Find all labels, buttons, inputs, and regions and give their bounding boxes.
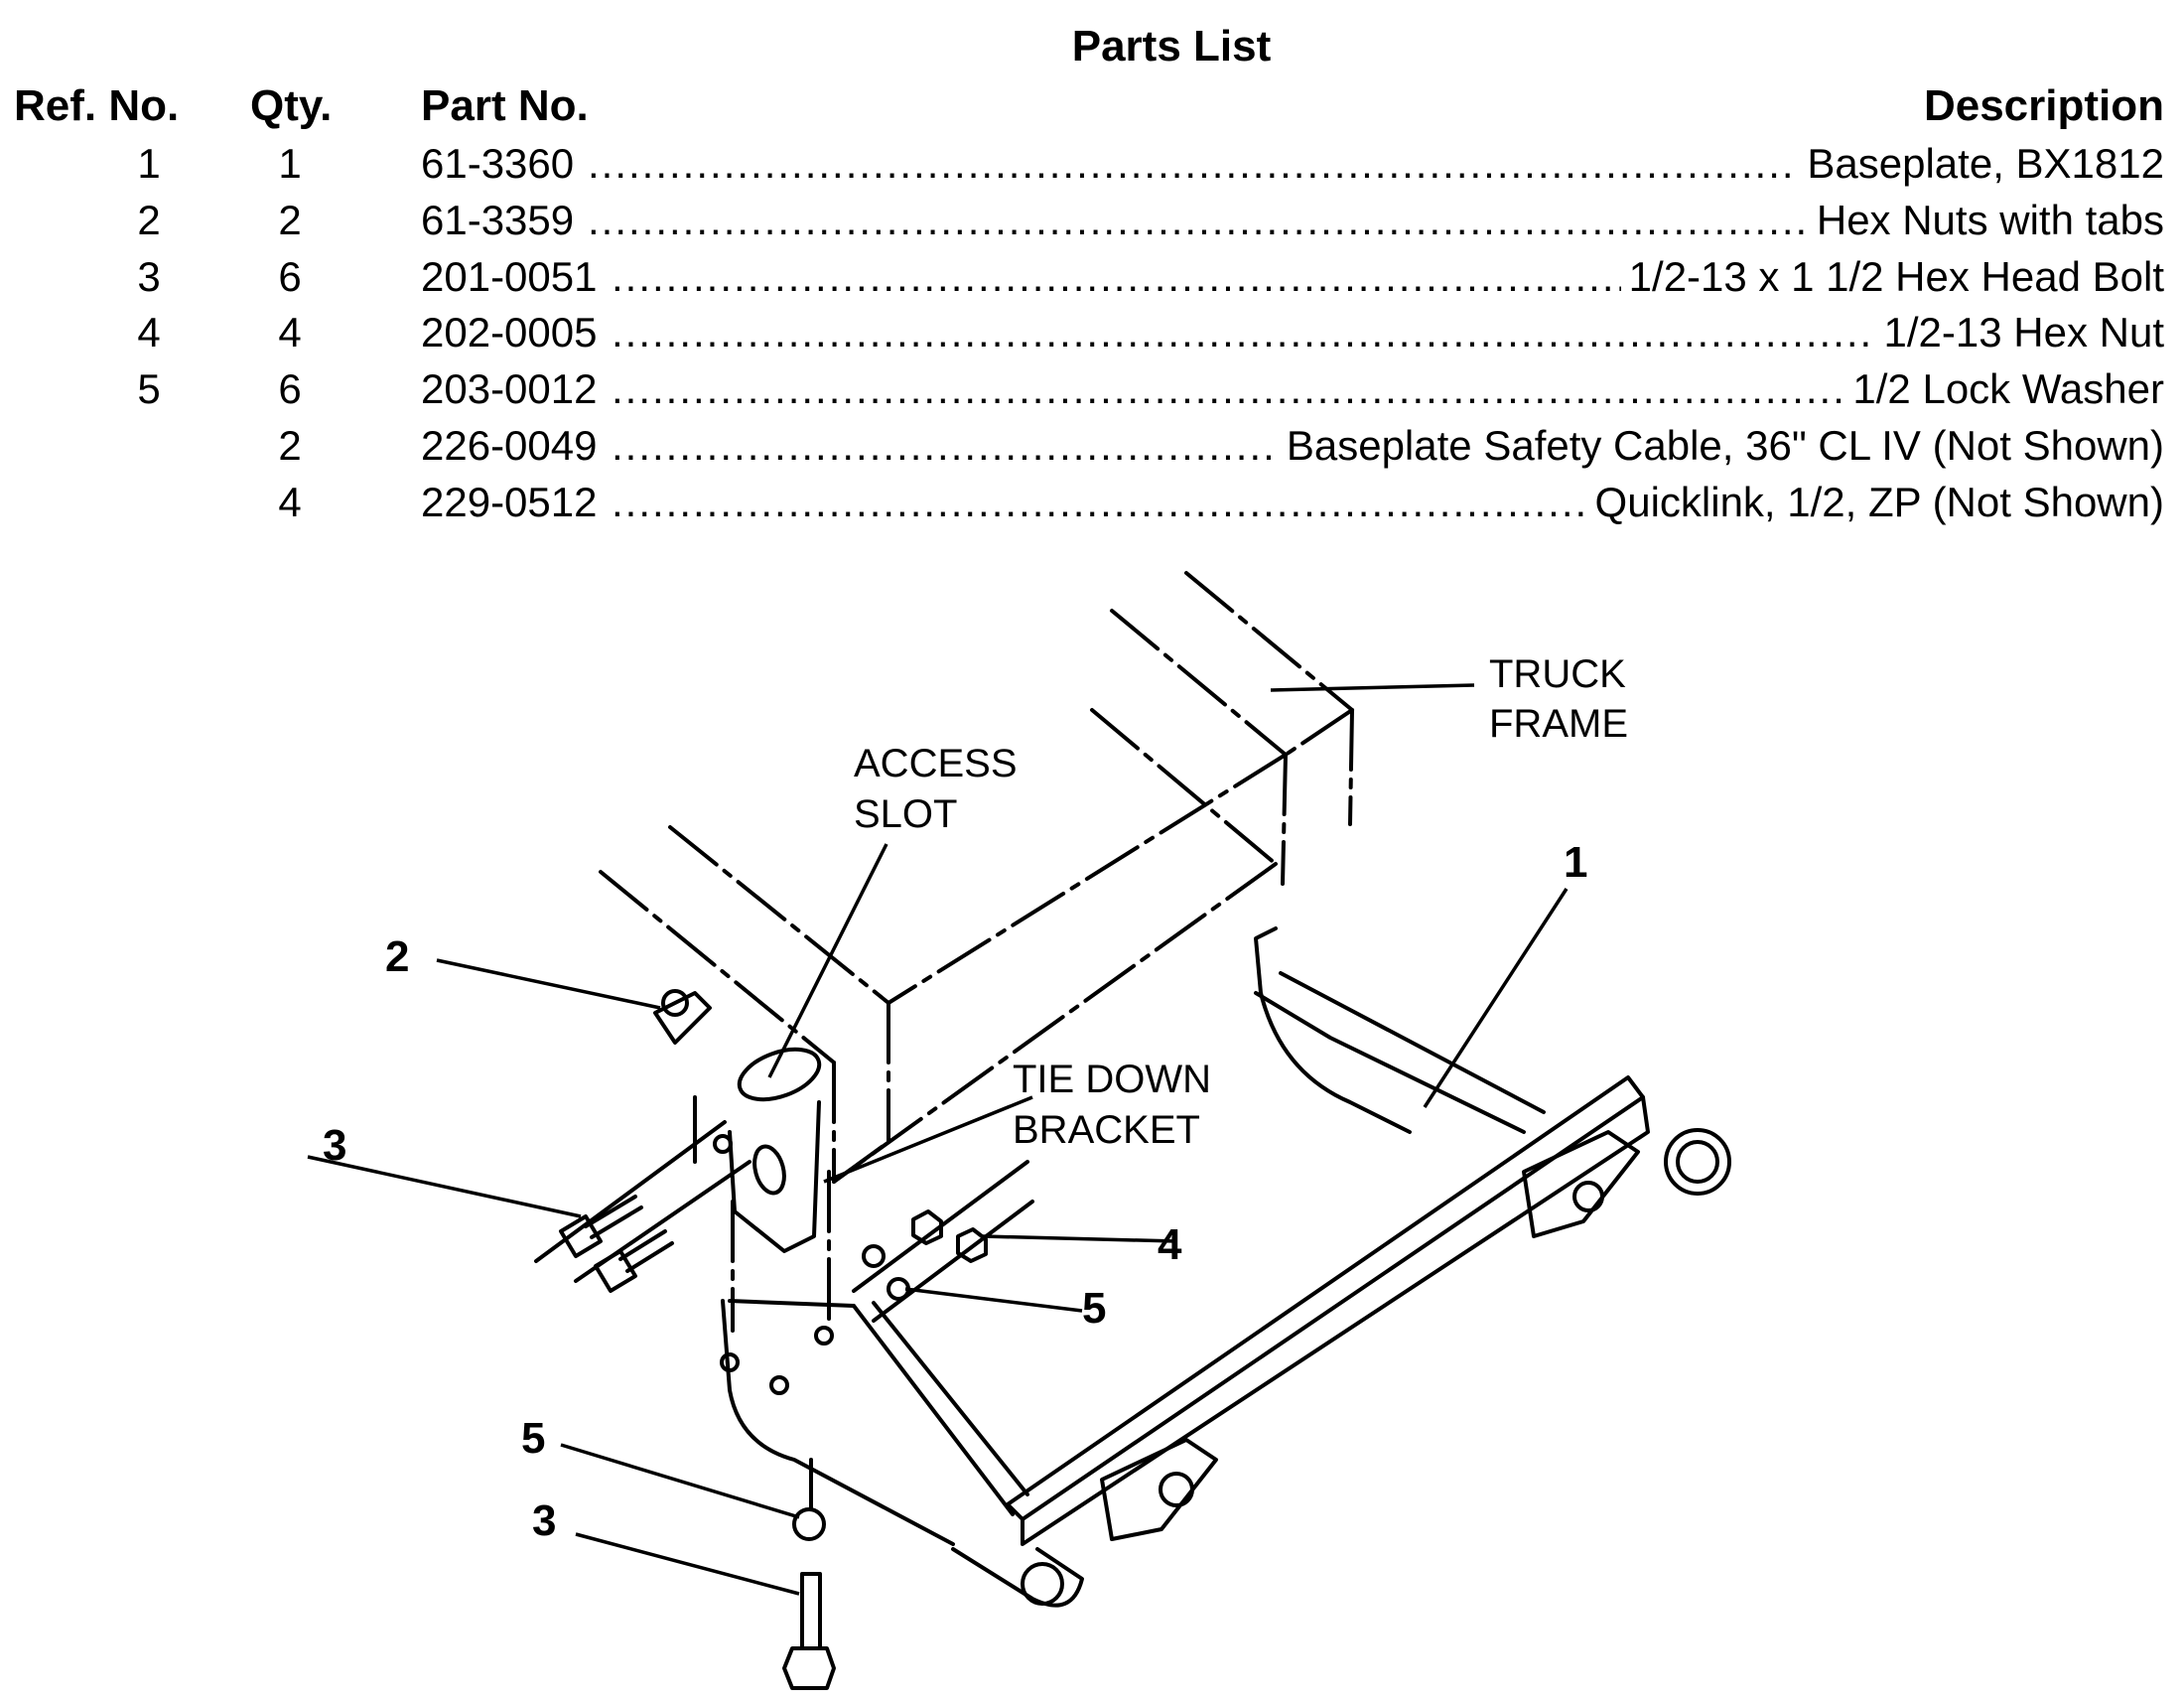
parts-table-row: 3 6 201-0051..............................… bbox=[0, 249, 2184, 305]
description-text: 1/2-13 Hex Nut bbox=[1883, 309, 2164, 356]
qty-cell: 1 bbox=[278, 140, 302, 187]
callout-3-bolt-upper: 3 bbox=[323, 1121, 346, 1170]
part-no-cell: 226-0049 bbox=[421, 422, 598, 469]
header-ref-no: Ref. No. bbox=[14, 81, 180, 130]
ref-no-cell: 4 bbox=[137, 309, 161, 356]
truck-frame-label-line2: FRAME bbox=[1489, 702, 1628, 746]
qty-cell: 6 bbox=[278, 365, 302, 413]
ref-no-cell: 1 bbox=[137, 140, 161, 187]
description-text: 1/2 Lock Washer bbox=[1852, 365, 2164, 413]
part-no-cell: 203-0012 bbox=[421, 365, 598, 413]
callout-5-lock-washer-lower: 5 bbox=[521, 1414, 545, 1463]
parts-table-row: 5 6 203-0012..............................… bbox=[0, 361, 2184, 417]
description-cell: ........................................… bbox=[612, 418, 2164, 474]
description-cell: ........................................… bbox=[612, 475, 2164, 530]
part-no-cell: 61-3359 bbox=[421, 196, 575, 243]
leader-dots: ........................................… bbox=[612, 365, 1844, 413]
header-description: Description bbox=[1923, 81, 2164, 130]
leader-dots: ........................................… bbox=[588, 196, 1809, 243]
callout-5-lock-washer-upper: 5 bbox=[1082, 1284, 1106, 1333]
description-text: Baseplate, BX1812 bbox=[1807, 140, 2164, 187]
tie-down-label-line2: BRACKET bbox=[1013, 1108, 1200, 1152]
part-no-cell: 229-0512 bbox=[421, 478, 598, 525]
truck-frame-label-line1: TRUCK bbox=[1489, 652, 1626, 696]
baseplate-drawing bbox=[1254, 926, 1412, 1134]
part-no-cell: 202-0005 bbox=[421, 309, 598, 356]
description-text: Quicklink, 1/2, ZP (Not Shown) bbox=[1594, 478, 2164, 525]
leader-dots: ........................................… bbox=[612, 478, 1587, 525]
description-text: Hex Nuts with tabs bbox=[1816, 196, 2164, 243]
qty-cell: 2 bbox=[278, 196, 302, 243]
callout-3-bolt-lower: 3 bbox=[532, 1496, 556, 1545]
parts-table-row: 2 2 61-3359...............................… bbox=[0, 193, 2184, 248]
leader-dots: ........................................… bbox=[588, 140, 1799, 187]
leader-dots: ........................................… bbox=[612, 309, 1876, 356]
header-qty: Qty. bbox=[250, 81, 333, 130]
parts-table-row: 2 226-0049...............................… bbox=[0, 418, 2184, 474]
description-cell: ........................................… bbox=[588, 193, 2164, 248]
part-no-cell: 61-3360 bbox=[421, 140, 575, 187]
description-text: Baseplate Safety Cable, 36" CL IV (Not S… bbox=[1286, 422, 2164, 469]
parts-list-title: Parts List bbox=[1071, 22, 1272, 71]
ref-no-cell: 3 bbox=[137, 252, 161, 300]
access-slot-label-line1: ACCESS bbox=[854, 742, 1018, 785]
tie-down-label-line1: TIE DOWN bbox=[1013, 1058, 1211, 1101]
leader-dots: ........................................… bbox=[612, 422, 1279, 469]
ref-no-cell: 5 bbox=[137, 365, 161, 413]
access-slot-label-line2: SLOT bbox=[854, 792, 957, 836]
description-text: 1/2-13 x 1 1/2 Hex Head Bolt bbox=[1628, 252, 2164, 300]
qty-cell: 4 bbox=[278, 478, 302, 525]
description-cell: ........................................… bbox=[612, 249, 2164, 305]
ref-no-cell: 2 bbox=[137, 196, 161, 243]
parts-table-row: 4 4 202-0005..............................… bbox=[0, 305, 2184, 360]
parts-table-row: 4 229-0512...............................… bbox=[0, 475, 2184, 530]
description-cell: ........................................… bbox=[612, 305, 2164, 360]
qty-cell: 2 bbox=[278, 422, 302, 469]
parts-table-row: 1 1 61-3360...............................… bbox=[0, 136, 2184, 192]
truck-frame-drawing bbox=[599, 571, 1354, 1333]
description-cell: ........................................… bbox=[588, 136, 2164, 192]
leader-dots: ........................................… bbox=[612, 252, 1621, 300]
callout-1-baseplate: 1 bbox=[1564, 838, 1587, 887]
part-no-cell: 201-0051 bbox=[421, 252, 598, 300]
callout-4-hex-nut: 4 bbox=[1158, 1220, 1182, 1269]
description-cell: ........................................… bbox=[612, 361, 2164, 417]
qty-cell: 6 bbox=[278, 252, 302, 300]
qty-cell: 4 bbox=[278, 309, 302, 356]
header-part-no: Part No. bbox=[421, 81, 589, 130]
callout-2-hex-nut-tabs: 2 bbox=[385, 932, 409, 981]
